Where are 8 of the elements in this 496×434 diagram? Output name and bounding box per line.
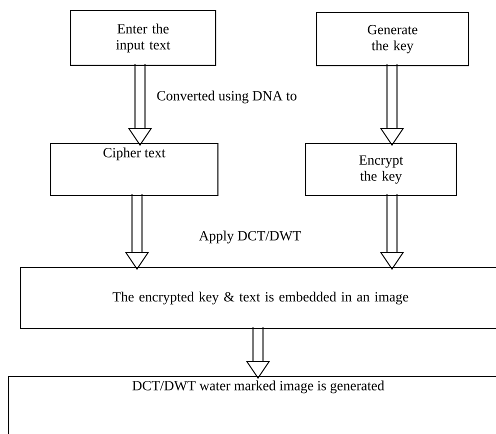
process-box: The encrypted key & text is embedded in an image — [20, 267, 496, 330]
edge-label: Converted using DNA to — [155, 89, 298, 105]
process-box: Generate the key — [316, 12, 470, 66]
edge-label: Apply DCT/DWT — [198, 229, 302, 245]
process-box: Encrypt the key — [305, 143, 457, 196]
process-box: Cipher text — [50, 143, 218, 196]
process-box: DCT/DWT water marked image is generated — [8, 376, 496, 434]
process-box: Enter the input text — [70, 10, 216, 66]
